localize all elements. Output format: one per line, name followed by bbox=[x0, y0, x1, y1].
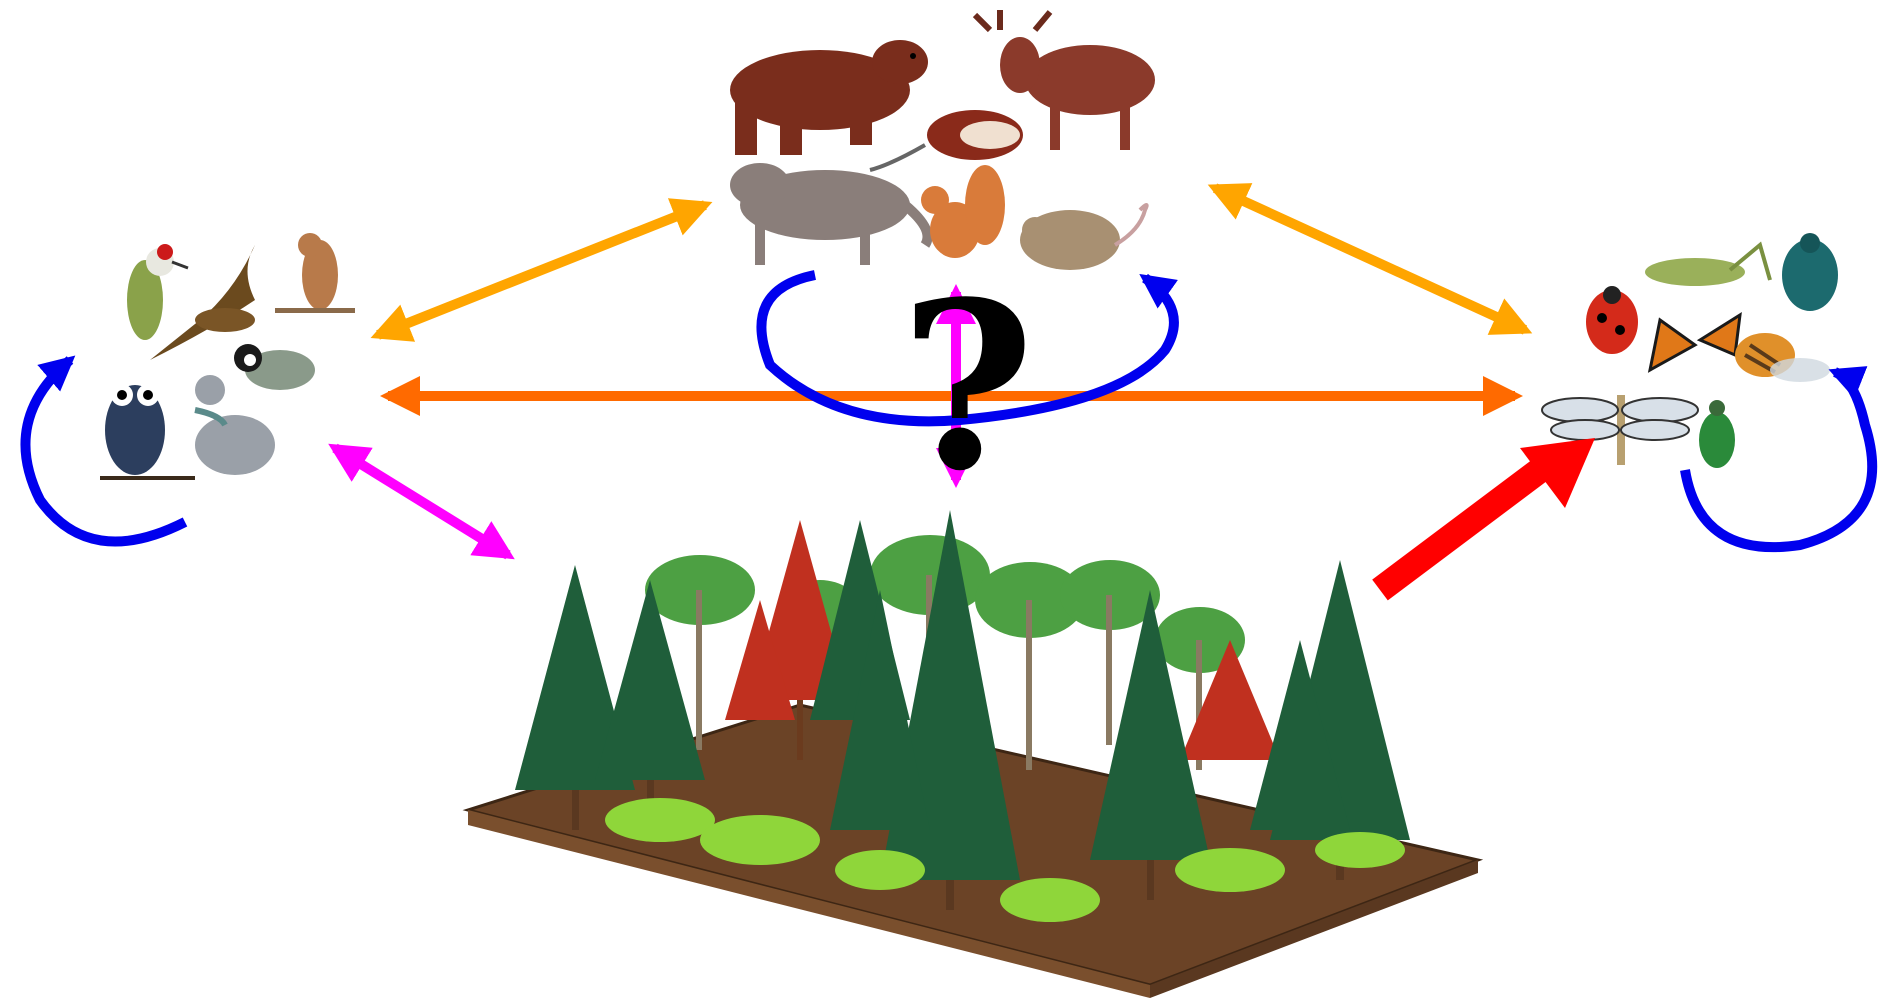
tit-icon bbox=[234, 344, 315, 390]
wasp-icon bbox=[1735, 333, 1830, 382]
mammals-self-loop bbox=[756, 270, 1179, 427]
bird-forest-arrow bbox=[328, 443, 515, 560]
mammal-insect-arrow bbox=[1207, 183, 1533, 335]
forest-insect-arrow bbox=[1372, 459, 1548, 601]
forest-plot-icon bbox=[462, 510, 1484, 998]
moose-icon bbox=[972, 10, 1155, 150]
beetle-icon bbox=[1782, 233, 1838, 311]
dragonfly-icon bbox=[1541, 395, 1699, 465]
bird-mammal-arrow bbox=[370, 198, 713, 342]
butterfly-icon bbox=[1647, 312, 1742, 373]
squirrel-icon bbox=[921, 165, 1005, 258]
eagle-icon bbox=[150, 245, 255, 360]
mouse-icon bbox=[1020, 203, 1149, 270]
bear-icon bbox=[730, 40, 928, 155]
hawk-icon bbox=[275, 233, 355, 313]
birds-cluster-icon bbox=[100, 233, 355, 480]
beaver-icon bbox=[869, 110, 1023, 172]
wolf-icon bbox=[730, 163, 933, 265]
insects-cluster-icon bbox=[1541, 233, 1838, 468]
question-mark: ? bbox=[900, 252, 1035, 522]
grasshopper-icon bbox=[1645, 241, 1772, 286]
birds-self-loop bbox=[20, 355, 188, 547]
conifer-trees bbox=[515, 510, 1410, 910]
ladybug-icon bbox=[1586, 286, 1638, 354]
forest-insect-arrowhead bbox=[1520, 438, 1595, 508]
owl-icon bbox=[100, 384, 195, 480]
green-beetle-icon bbox=[1699, 400, 1735, 468]
shrubs bbox=[605, 798, 1405, 922]
insects-self-loop bbox=[1680, 366, 1878, 553]
red-trees bbox=[725, 520, 1280, 760]
deciduous-trees bbox=[645, 535, 1245, 770]
woodpecker-icon bbox=[127, 244, 189, 340]
pigeon-icon bbox=[194, 375, 275, 475]
mammals-cluster-icon bbox=[730, 10, 1155, 270]
